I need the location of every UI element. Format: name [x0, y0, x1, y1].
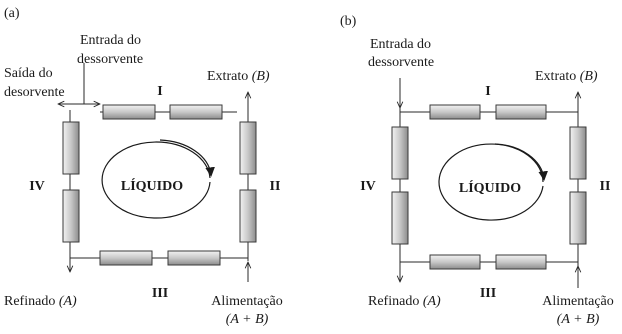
column-bottom-1	[99, 250, 153, 266]
desorbent-inlet-label: Entrada do	[370, 37, 431, 52]
column-right-2	[569, 191, 587, 245]
column-bottom-2	[495, 254, 547, 270]
column-bottom-2	[167, 250, 221, 266]
circulation-arrow-icon	[159, 139, 215, 177]
column-top-2	[169, 104, 223, 120]
panel-tag: (b)	[340, 14, 357, 29]
panel-b: (b) LÍQUIDO	[340, 14, 614, 327]
panel-a: (a)	[4, 6, 283, 327]
panel-tag: (a)	[4, 6, 20, 21]
stream-arrows	[400, 78, 578, 288]
raffinate-label: Refinado (A)	[4, 294, 77, 309]
extract-label: Extrato (B)	[207, 69, 270, 84]
column-left-1	[391, 126, 409, 180]
column-right-1	[239, 121, 257, 175]
desorbent-outlet-label: Saída do	[4, 66, 53, 81]
desorbent-inlet-label-2: dessorvente	[77, 52, 143, 67]
desorbent-inlet-label: Entrada do	[80, 33, 141, 48]
column-left-2	[62, 189, 80, 243]
column-right-1	[569, 126, 587, 180]
column-left-1	[62, 121, 80, 175]
circulation-arc	[101, 141, 211, 219]
feed-species-label: (A + B)	[557, 312, 600, 327]
desorbent-outlet-label-2: desorvente	[4, 85, 65, 100]
section-label-right: II	[600, 179, 611, 194]
section-label-bottom: III	[152, 286, 168, 301]
column-top-1	[102, 104, 156, 120]
columns	[62, 104, 257, 266]
center-label: LÍQUIDO	[459, 179, 521, 196]
column-left-2	[391, 191, 409, 245]
raffinate-label: Refinado (A)	[368, 294, 441, 309]
circulation-arc	[438, 143, 544, 221]
section-label-bottom: III	[480, 286, 496, 301]
section-label-top: I	[485, 84, 490, 99]
stream-arrows	[58, 63, 248, 282]
section-label-right: II	[270, 179, 281, 194]
feed-species-label: (A + B)	[226, 312, 269, 327]
column-top-2	[495, 104, 547, 120]
columns	[391, 104, 587, 270]
center-label: LÍQUIDO	[121, 177, 183, 194]
desorbent-inlet-label-2: dessorvente	[368, 55, 434, 70]
section-label-left: IV	[29, 179, 45, 194]
feed-label: Alimentação	[211, 294, 283, 309]
feed-label: Alimentação	[542, 294, 614, 309]
column-right-2	[239, 189, 257, 243]
circulation-arrow-icon	[494, 143, 548, 181]
column-top-1	[429, 104, 481, 120]
desorbent-inlet-arrow	[83, 63, 100, 104]
section-label-top: I	[157, 84, 162, 99]
column-bottom-1	[429, 254, 481, 270]
section-label-left: IV	[360, 179, 376, 194]
extract-label: Extrato (B)	[535, 69, 598, 84]
